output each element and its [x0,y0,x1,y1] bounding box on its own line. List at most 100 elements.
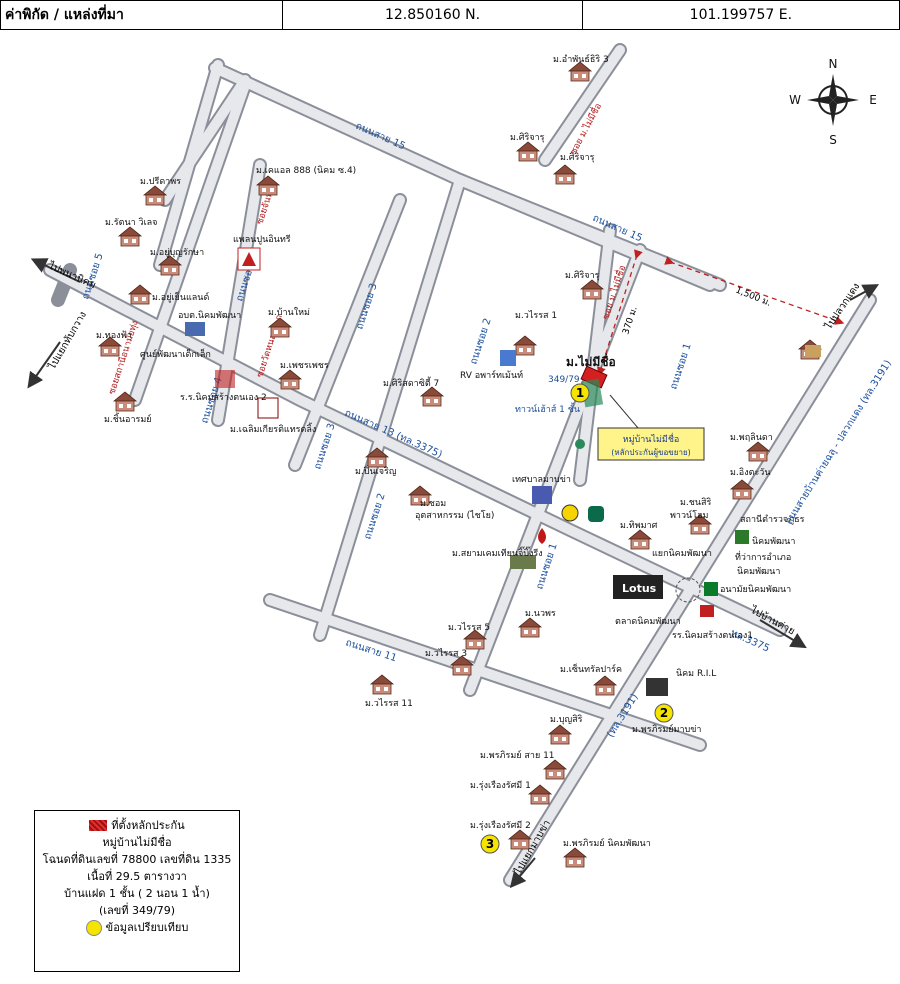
place-ril: นิคม R.I.L [676,668,716,679]
comparison-marker-1 [570,383,590,403]
place-rung1: ม.รุ่งเรืองรัศมี 1 [470,780,531,791]
place-phalina: ม.พฤลินดา [730,432,773,443]
compass-w: W [789,93,801,107]
place-num349: 349/79 [548,375,580,385]
place-lotus: Lotus [622,582,657,595]
place-yaeknikom: แยกนิคมพัฒนา [652,548,712,559]
place-amphoe: ที่ว่าการอำเภอ [735,550,791,563]
place-thiphamat: ม.ทิพมาศ [620,520,658,531]
place-pawn: ทาวน์เฮ้าส์ 1 ชั้น [515,402,580,415]
place-chanasiri: ม.ชนสิริ [680,497,712,508]
bank-icon [588,506,604,522]
comparison-marker-2 [654,703,674,723]
ptt-station-icon [538,528,546,544]
collateral-swatch [89,820,108,831]
place-vararot5: ม.วไรรส 5 [448,622,490,633]
road-label-soi2: ถนนซอย 2 [468,317,493,366]
place-banmai: ม.บ้านใหม่ [268,307,310,318]
place-abt: อบต.นิคมพัฒนา [178,310,241,321]
place-pinjaroen: ม.ปิ่นเจริญ [355,464,397,477]
sub-district-office-icon [185,322,205,336]
place-hospital: อนามัยนิคมพัฒนา [720,584,791,595]
place-rattana: ม.รัตนา วิเลจ [105,217,157,228]
place-siri7: ม.ศิริสดาซิตี้ 7 [383,376,439,389]
intersection-icon [675,577,701,603]
place-phanuwat: พาวน์โฮม [670,509,709,521]
map-legend: ที่ตั้งหลักประกัน หมู่บ้านไม่มีชื่อ โฉนด… [34,810,240,972]
compass-rose: N S W E [789,57,877,147]
police-icon [735,530,749,544]
callout-title: หมู่บ้านไม่มีชื่อ [623,432,680,445]
legend-line1: ที่ตั้งหลักประกัน [111,819,185,832]
place-ing: ม.อิงตะวัน [730,467,770,478]
place-chain: ม.เซ็นทรัลปาร์ค [560,662,622,675]
compass-n: N [829,57,838,71]
place-khaolap: ม.เคแอล 888 (นิคม ซ.4) [256,165,356,176]
latitude-value: 12.850160 N. [283,1,583,29]
place-chinwaro: ม.ชิ้นอารมย์ [104,412,152,425]
comparison-swatch [85,919,102,936]
marker-3-label: 3 [486,837,494,851]
shell-station-icon [561,504,579,522]
place-rv: RV อพาร์ทเม้นท์ [460,369,523,381]
shelter-icon [805,345,821,357]
place-vararot11: ม.วไรรส 11 [365,698,413,709]
road-label-to-thap: ไปแยกทับกวาง [46,309,89,372]
place-maimeechue: ม.ไม่มีชื่อ [566,353,616,369]
place-police: สถานีตำรวจภูธร [740,514,805,525]
callout-sub: (หลักประกันผู้ขอขยาย) [611,448,691,458]
place-boonsiri: ม.บุญสิริ [550,714,583,725]
place-siam: ม.สยามเคมเทียนจิ๊บิ๊งรีง [452,546,543,559]
place-thesaban: เทศบาลมาบข่า [512,475,571,485]
place-talad: ตลาดนิคมพัฒนา [615,616,681,627]
place-udom: อุตสาหกรรม (ไชโย) [415,510,494,521]
longitude-value: 101.199757 E. [689,7,793,23]
place-thongfa: ม.ทองฟ้า [96,330,132,341]
compass-e: E [869,93,877,107]
place-chom: ม.ชอม [420,499,446,509]
place-school2: ร.ร.นิคมสร้างตนเอง 2 [180,392,267,403]
road-label-main: ถนนสายบ้านค่ายฉลุ - ปลวกแดง (ทล.3191) [782,358,894,527]
place-phrom11: ม.พรภิรมย์ สาย 11 [480,749,555,761]
distance-lines [597,249,845,377]
health-center-icon [704,582,718,596]
distance-1500: 1,500 ม. [734,286,772,309]
road-edges [43,43,877,887]
legend-line4: เนื้อที่ 29.5 ตารางวา [87,870,187,883]
place-vararot3: ม.วไรรส 3 [425,648,467,659]
factory-roof-icon [510,555,536,569]
legend-line5: บ้านแฝด 1 ชั้น ( 2 นอน 1 น้ำ) [64,887,210,900]
legend-line7: ข้อมูลเปรียบเทียบ [105,921,189,934]
location-map: ถนนสาย 15 ถนนสาย 15 ถนนสาย 13 (ทล.3375) … [27,43,894,889]
legend-line6: (เลขที่ 349/79) [98,904,176,917]
header-bar: ค่าพิกัด / แหล่งที่มา 12.850160 N. 101.1… [0,0,900,30]
comparison-marker-3 [480,834,500,854]
lotus-store-icon [613,575,663,599]
place-naphon: ม.นวพร [525,609,556,619]
compass-s: S [829,133,837,147]
place-sirijaru3: ม.ศิริจารุ [565,270,600,281]
place-police2: นิคมพัฒนา [752,536,795,547]
direction-arrows [27,258,880,889]
place-rung2: ม.รุ่งเรืองรัศมี 2 [470,820,531,831]
place-vararot1: ม.วไรรส 1 [515,310,557,321]
place-phrom-nikom: ม.พรภิรมย์ นิคมพัฒนา [563,837,651,849]
school-icon [700,605,714,617]
place-phetcharat: ม.เพชรเพชร [280,361,329,371]
road-label-soi1: ถนนซอย 1 [668,342,693,391]
place-chaliam: ม.เฉลิมเกียรติแทรดลิ้ง [230,422,316,435]
coordinate-label: ค่าพิกัด / แหล่งที่มา [1,1,284,29]
legend-line3: โฉนดที่ดินเลขที่ 78800 เลขที่ดิน 1335 [42,853,232,866]
place-amphoe2: นิคมพัฒนา [737,566,780,577]
place-phaipun: แพลนปูนอินทรี [233,234,291,245]
place-phrompak: ม.พรภิรมย์มาบข่า [632,723,701,735]
place-youen: ม.อยู่เย็นแลนด์ [152,290,209,303]
school2-icon [215,370,235,388]
place-youboon: ม.อยู่บุญรักษา [150,248,204,258]
place-ampan: ม.อำพันธ์ธิริ 3 [553,53,609,65]
legend-line2: หมู่บ้านไม่มีชื่อ [102,836,172,849]
municipality-icon [532,486,552,504]
place-sirijaru1: ม.ศิริจารุ [510,132,545,143]
place-sunpat: ศูนย์พัฒนาเด็กเล็ก [140,347,211,360]
apartment-icon [500,350,516,366]
